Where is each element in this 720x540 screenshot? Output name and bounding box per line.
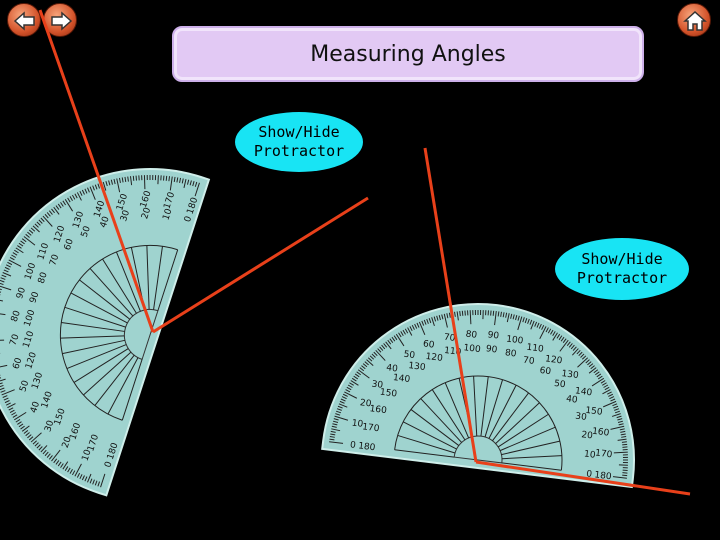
svg-text:40: 40 [29,400,42,414]
svg-text:170: 170 [362,422,381,434]
angle-rays-right [423,147,691,496]
svg-text:20: 20 [61,435,74,449]
home-button[interactable] [677,3,711,37]
svg-text:50: 50 [553,379,566,390]
svg-text:60: 60 [11,356,24,370]
svg-text:140: 140 [392,373,411,385]
svg-text:20: 20 [581,430,594,441]
ray-left-base [152,196,369,334]
svg-text:110: 110 [526,343,545,355]
svg-text:40: 40 [386,363,399,374]
ray-right-base [475,460,691,496]
svg-text:10: 10 [81,448,94,462]
svg-text:100: 100 [506,334,525,346]
svg-text:0: 0 [103,460,114,469]
svg-text:30: 30 [43,419,56,433]
svg-text:80: 80 [10,309,23,323]
svg-text:20: 20 [140,206,153,220]
svg-text:120: 120 [545,354,564,366]
svg-text:20: 20 [359,398,372,409]
svg-text:70: 70 [9,333,22,347]
svg-text:60: 60 [422,339,435,350]
page-title: Measuring Angles [310,41,506,67]
svg-text:130: 130 [561,369,580,381]
svg-text:10: 10 [583,449,596,460]
forward-arrow-icon [51,11,73,31]
ray-left-arm [38,9,155,333]
svg-text:0: 0 [183,215,194,224]
title-box: Measuring Angles [172,26,644,82]
svg-text:180: 180 [358,441,377,453]
svg-text:80: 80 [37,271,50,285]
show-hide-protractor-button-right[interactable]: Show/Hide Protractor [555,238,689,300]
svg-text:30: 30 [575,412,588,423]
back-arrow-icon [13,11,35,31]
svg-text:150: 150 [379,388,398,400]
svg-text:90: 90 [28,290,41,304]
svg-text:30: 30 [371,380,384,391]
svg-text:0: 0 [586,469,593,480]
svg-text:150: 150 [585,406,604,418]
show-hide-protractor-button-left[interactable]: Show/Hide Protractor [235,112,363,172]
svg-text:70: 70 [48,253,61,267]
angle-rays-left [38,9,369,334]
svg-text:140: 140 [574,386,593,398]
svg-text:160: 160 [369,404,388,416]
svg-text:100: 100 [463,343,482,355]
svg-text:30: 30 [119,209,132,223]
back-button[interactable] [7,3,41,37]
svg-text:10: 10 [351,418,364,429]
svg-text:130: 130 [408,361,427,373]
svg-text:60: 60 [63,237,76,251]
svg-text:160: 160 [592,427,611,439]
svg-text:80: 80 [504,348,517,359]
svg-text:40: 40 [99,215,112,229]
svg-text:40: 40 [566,394,579,405]
svg-text:80: 80 [465,330,478,341]
svg-text:90: 90 [15,286,28,300]
svg-text:120: 120 [425,352,444,364]
svg-text:50: 50 [80,225,93,239]
svg-text:10: 10 [161,207,174,221]
ray-right-arm [423,147,478,463]
svg-text:90: 90 [487,330,500,341]
svg-text:0: 0 [349,440,356,451]
svg-text:60: 60 [539,366,552,377]
svg-text:90: 90 [485,344,498,355]
home-icon [683,10,707,31]
svg-text:70: 70 [522,356,535,367]
svg-text:50: 50 [18,379,31,393]
svg-text:70: 70 [443,333,456,344]
svg-text:170: 170 [595,448,614,460]
svg-text:50: 50 [403,350,416,361]
